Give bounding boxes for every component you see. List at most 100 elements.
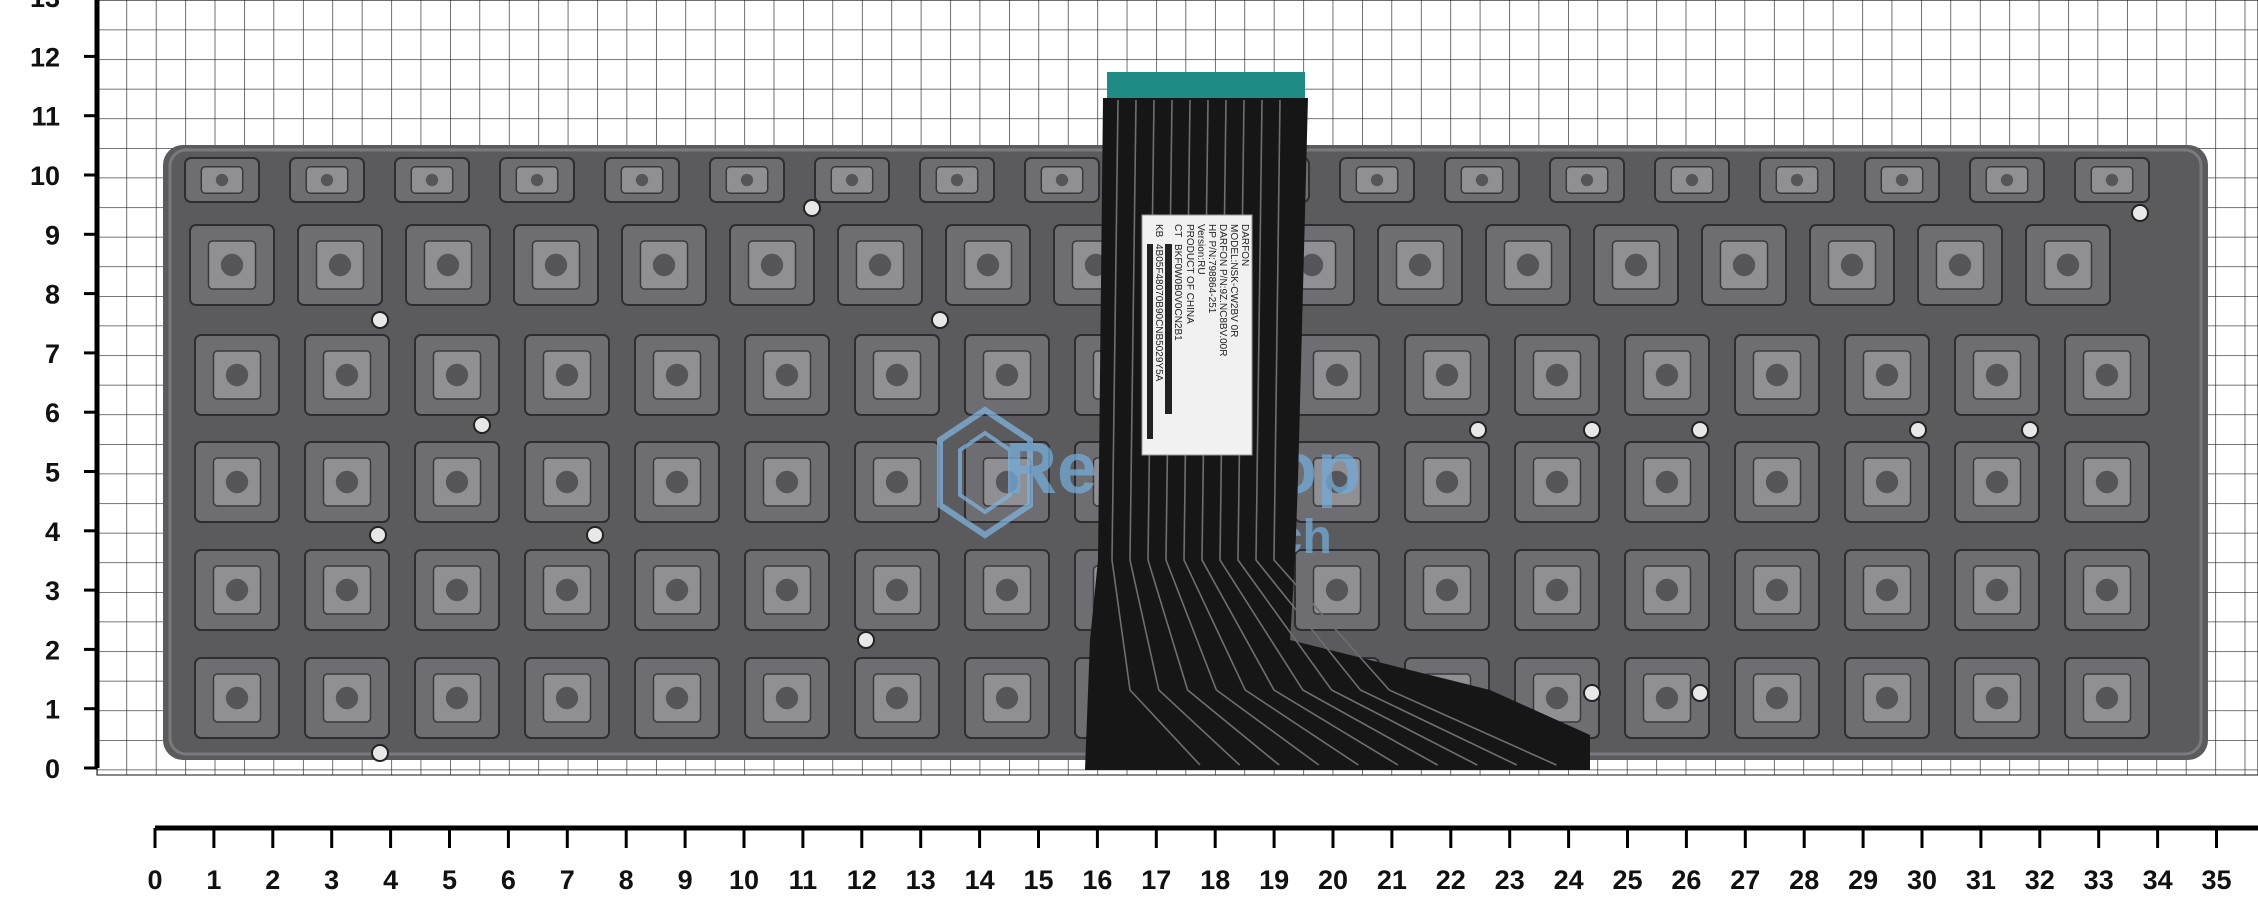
mount-hole (1691, 684, 1709, 702)
key-switch-center (885, 363, 909, 387)
key-switch-center (445, 578, 469, 602)
cable-sticker (1141, 214, 1253, 456)
key-switch-center (1325, 363, 1349, 387)
key-switch-center (652, 253, 676, 277)
key-switch-center (1370, 173, 1384, 187)
key-switch-center (2095, 363, 2119, 387)
key-switch-center (328, 253, 352, 277)
sticker-line-1: DARFON (1239, 224, 1250, 266)
ribbon-connector (1107, 72, 1305, 100)
key-switch-center (1055, 173, 1069, 187)
key-switch-center (1435, 470, 1459, 494)
key-switch-center (1895, 173, 1909, 187)
key-switch-center (1985, 470, 2009, 494)
key-switch-center (1655, 686, 1679, 710)
key-switch-center (1790, 173, 1804, 187)
key-switch-center (1655, 363, 1679, 387)
sticker-line-5: Version:RU (1195, 224, 1206, 275)
key-switch-center (1300, 253, 1324, 277)
key-switch-center (1732, 253, 1756, 277)
key-switch-center (335, 686, 359, 710)
key-switch-center (885, 686, 909, 710)
key-switch-center (2000, 173, 2014, 187)
key-switch-center (1475, 173, 1489, 187)
key-switch-center (995, 470, 1019, 494)
mount-hole (1469, 421, 1487, 439)
key-switch-center (1624, 253, 1648, 277)
ribbon-trace (1111, 99, 1201, 766)
key-switch-center (555, 686, 579, 710)
x-tick-label: 5 (442, 865, 457, 895)
mount-hole (586, 526, 604, 544)
key-switch-center (335, 578, 359, 602)
key-switch-center (1435, 578, 1459, 602)
x-tick-label: 14 (965, 865, 995, 895)
key-switch-center (225, 686, 249, 710)
x-tick-label: 31 (1966, 865, 1996, 895)
x-tick-label: 26 (1671, 865, 1701, 895)
key-switch-center (1765, 578, 1789, 602)
mount-hole (857, 631, 875, 649)
x-tick-label: 24 (1554, 865, 1584, 895)
key-switch-center (1655, 470, 1679, 494)
mount-hole (931, 311, 949, 329)
y-tick-label: 3 (45, 576, 60, 606)
x-tick-label: 21 (1377, 865, 1407, 895)
x-tick-label: 20 (1318, 865, 1348, 895)
y-tick-label: 10 (30, 161, 60, 191)
x-tick-label: 22 (1436, 865, 1466, 895)
key-switch-center (445, 470, 469, 494)
key-switch-center (775, 578, 799, 602)
sticker-ct-label: CT (1172, 224, 1183, 237)
key-switch-center (1545, 578, 1569, 602)
y-tick-label: 4 (45, 517, 60, 547)
key-switch-center (995, 686, 1019, 710)
key-switch-center (1875, 470, 1899, 494)
key-switch-center (1408, 253, 1432, 277)
key-switch-center (555, 578, 579, 602)
key-switch-center (995, 363, 1019, 387)
key-switch-center (225, 578, 249, 602)
key-switch-center (635, 173, 649, 187)
key-switch-center (555, 363, 579, 387)
key-switch-center (436, 253, 460, 277)
key-switch-center (1985, 578, 2009, 602)
x-tick-label: 23 (1495, 865, 1525, 895)
x-tick-label: 18 (1200, 865, 1230, 895)
x-tick-label: 17 (1141, 865, 1171, 895)
key-switch-center (1875, 686, 1899, 710)
key-switch-center (220, 253, 244, 277)
mount-hole (1583, 421, 1601, 439)
key-switch-center (995, 578, 1019, 602)
key-switch-center (1685, 173, 1699, 187)
x-tick-label: 9 (678, 865, 693, 895)
y-tick-label: 7 (45, 339, 60, 369)
key-switch-center (2095, 686, 2119, 710)
key-switch-center (885, 578, 909, 602)
sticker-line-2: MODEL:NSK-CW2BV 0R (1228, 224, 1239, 337)
key-switch-center (215, 173, 229, 187)
key-switch-center (445, 363, 469, 387)
key-switch-center (665, 363, 689, 387)
y-tick-label: 0 (45, 754, 60, 784)
x-tick-label: 33 (2084, 865, 2114, 895)
x-tick-label: 19 (1259, 865, 1289, 895)
x-tick-label: 11 (789, 865, 818, 895)
key-switch-center (1875, 578, 1899, 602)
sticker-text: DARFON MODEL:NSK-CW2BV 0R DARFON P/N:9Z.… (1147, 224, 1250, 439)
key-switch-center (2056, 253, 2080, 277)
key-switch-center (775, 686, 799, 710)
key-switch-center (555, 470, 579, 494)
x-tick-label: 7 (560, 865, 575, 895)
key-switch-center (950, 173, 964, 187)
key-switch-center (425, 173, 439, 187)
sticker-serial-1: BKF0W0B0V0CN2B1 (1172, 244, 1183, 341)
key-switch-center (2095, 470, 2119, 494)
key-switch-center (2095, 578, 2119, 602)
x-tick-label: 28 (1789, 865, 1819, 895)
key-switch-center (1985, 363, 2009, 387)
sticker-line-4: HP P/N:798864-251 (1206, 224, 1217, 314)
key-switch-center (1948, 253, 1972, 277)
